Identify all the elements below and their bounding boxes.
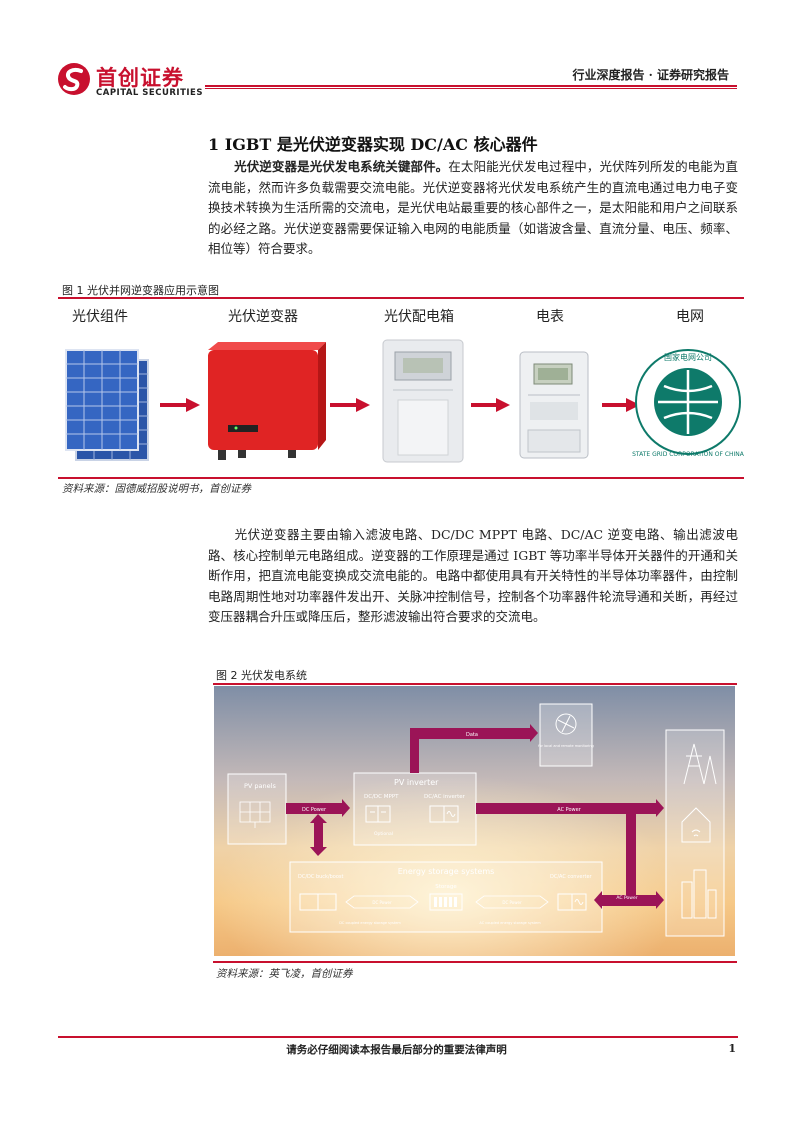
energy-storage-box: Energy storage systems DC/DC buck/boost …: [289, 861, 603, 933]
paragraph-2: 光伏逆变器主要由输入滤波电路、DC/DC MPPT 电路、DC/AC 逆变电路、…: [208, 525, 738, 628]
dcdc-mppt-label: DC/DC MPPT: [364, 794, 399, 800]
pv-panels-label: PV panels: [244, 782, 276, 790]
figure-2-bottom-rule: [213, 961, 737, 963]
dcdc-buck-label: DC/DC buck/boost: [298, 874, 344, 880]
figure-1-diagram: 国家电网公司 STATE GRID CORPORATION OF CHINA: [65, 339, 744, 463]
logo-english-name: CAPITAL SECURITIES: [96, 88, 203, 98]
arrow-icon: [471, 398, 510, 412]
header-rule: [205, 85, 737, 87]
distribution-box-icon: [382, 339, 464, 463]
ess-title: Energy storage systems: [398, 867, 495, 876]
dc-power-label-2: DC Power: [372, 900, 392, 905]
grid-logo-text: 国家电网公司: [664, 352, 712, 362]
company-logo-icon: [58, 63, 90, 95]
optional-label: Optional: [374, 831, 393, 837]
header-rule-thin: [205, 88, 737, 89]
figure-1-caption: 图 1 光伏并网逆变器应用示意图: [62, 284, 219, 297]
footer-disclaimer: 请务必仔细阅读本报告最后部分的重要法律声明: [286, 1044, 507, 1056]
figure-1-source: 资料来源：固德威招股说明书，首创证券: [62, 483, 251, 495]
label-distribution-box: 光伏配电箱: [384, 309, 454, 325]
electric-meter-icon: [519, 351, 589, 459]
dc-coupled-label: DC coupled energy storage system: [339, 921, 401, 925]
city-icon: [681, 869, 717, 919]
arrow-icon: [602, 398, 640, 412]
dcac-inverter-label: DC/AC inverter: [424, 794, 466, 800]
grid-house-city-box: [665, 729, 725, 937]
paragraph-2-body: 光伏逆变器主要由输入滤波电路、DC/DC MPPT 电路、DC/AC 逆变电路、…: [208, 527, 738, 624]
footer-rule: [58, 1036, 738, 1038]
pv-inverter-box: PV inverter DC/DC MPPT DC/AC inverter Op…: [353, 772, 477, 846]
logo-chinese-name: 首创证券: [96, 66, 184, 90]
label-meter: 电表: [536, 309, 564, 325]
power-tower-icon: [683, 743, 717, 785]
figure-2-diagram: PV panels DC Power PV inverter DC/DC MPP…: [214, 686, 735, 956]
paragraph-1: 光伏逆变器是光伏发电系统关键部件。在太阳能光伏发电过程中，光伏阵列所发的电能为直…: [208, 157, 738, 260]
figure-2-caption: 图 2 光伏发电系统: [216, 669, 307, 682]
state-grid-logo-icon: 国家电网公司 STATE GRID CORPORATION OF CHINA: [632, 349, 744, 458]
label-pv-inverter: 光伏逆变器: [228, 309, 298, 325]
inverter-icon: [208, 342, 326, 460]
storage-label: Storage: [435, 884, 457, 890]
label-grid: 电网: [676, 309, 704, 325]
solar-panel-icon: [65, 349, 149, 461]
dc-power-label-3: DC Power: [502, 900, 522, 905]
ac-power-label-2: AC Power: [616, 895, 637, 901]
ac-coupled-label: AC coupled energy storage system: [479, 921, 541, 925]
ac-power-label: AC Power: [557, 807, 581, 813]
figure-2-source: 资料来源：英飞凌，首创证券: [216, 968, 353, 980]
paragraph-1-lead: 光伏逆变器是光伏发电系统关键部件。: [234, 159, 449, 174]
report-type: 行业深度报告 · 证券研究报告: [572, 68, 729, 82]
figure-1-top-rule: [58, 297, 744, 299]
arrow-icon: [330, 398, 370, 412]
section-title: 1 IGBT 是光伏逆变器实现 DC/AC 核心器件: [208, 135, 538, 154]
svg-text:STATE GRID CORPORATION OF CHIN: STATE GRID CORPORATION OF CHINA: [632, 451, 744, 458]
dcac-converter-label: DC/AC converter: [550, 874, 593, 880]
paragraph-1-body: 在太阳能光伏发电过程中，光伏阵列所发的电能为直流电能，然而许多负载需要交流电能。…: [208, 159, 738, 256]
arrow-icon: [160, 398, 200, 412]
monitoring-box: for local and remote monitoring: [538, 703, 594, 767]
page-number: 1: [728, 1042, 736, 1055]
label-pv-modules: 光伏组件: [72, 309, 128, 325]
figure-2-top-rule: [213, 683, 737, 685]
dc-power-label: DC Power: [302, 807, 327, 813]
figure-1-bottom-rule: [58, 477, 744, 479]
monitoring-label: for local and remote monitoring: [538, 744, 594, 748]
pv-panels-box: PV panels: [227, 773, 287, 845]
pv-inverter-label: PV inverter: [394, 778, 439, 787]
data-label: Data: [466, 732, 478, 738]
house-icon: [681, 807, 711, 843]
